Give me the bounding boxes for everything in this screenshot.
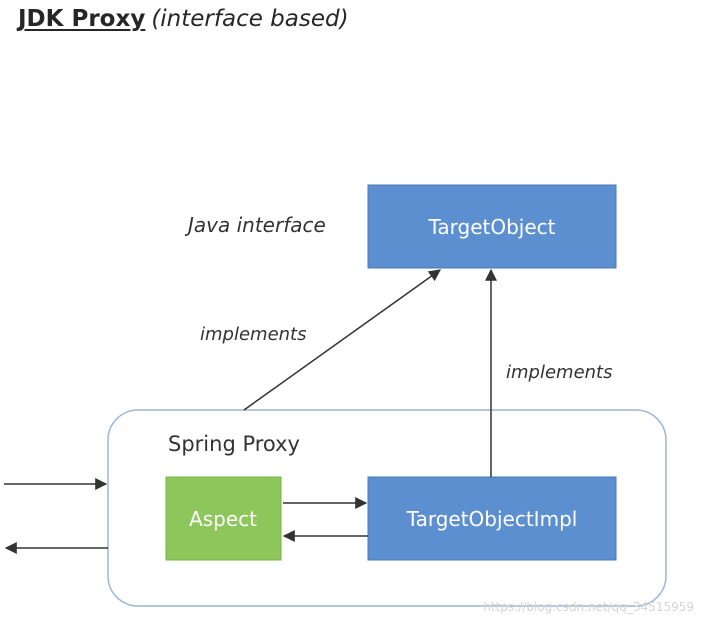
title-main: JDK Proxy (18, 6, 146, 32)
aspect-box (165, 476, 282, 561)
proxy-implements-label: implements (200, 324, 307, 345)
aspect-label: Aspect (189, 507, 257, 531)
target-object-impl-label: TargetObjectImpl (406, 507, 578, 531)
impl-implements-label: implements (506, 362, 613, 383)
diagram-title: JDK Proxy(interface based) (18, 6, 349, 32)
target-object-box (367, 184, 617, 269)
title-subtitle: (interface based) (151, 6, 349, 32)
java-interface-label: Java interface (184, 213, 326, 237)
target-object-label: TargetObject (427, 215, 555, 239)
watermark-text: https://blog.csdn.net/qq_34515959 (483, 600, 694, 614)
proxy-implements-arrow (243, 269, 441, 411)
target-object-impl-box (367, 476, 617, 561)
spring-proxy-label: Spring Proxy (168, 432, 300, 456)
